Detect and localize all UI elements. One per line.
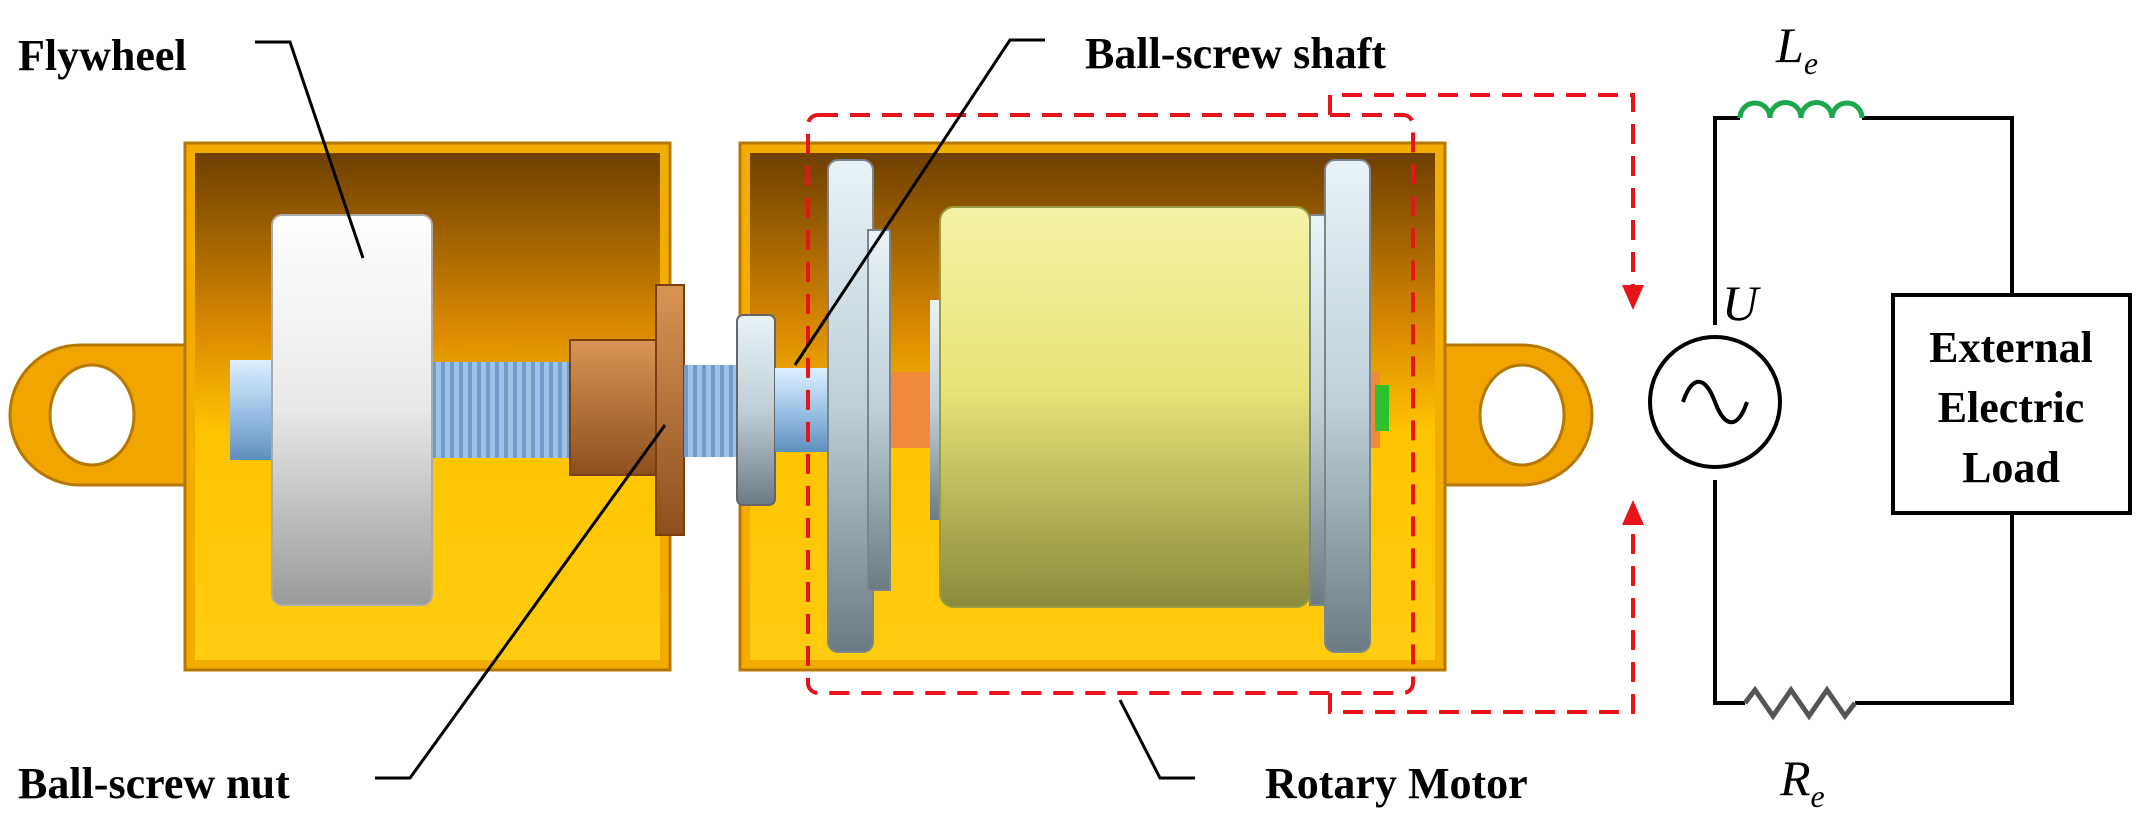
flywheel xyxy=(271,214,433,606)
ball-screw-nut-label: Ball-screw nut xyxy=(18,759,290,808)
source-symbol: U xyxy=(1722,275,1761,331)
left-mounting-lug xyxy=(8,343,192,487)
external-electric-load-box xyxy=(1891,293,2132,515)
ball-screw-nut-leader-line xyxy=(375,424,667,780)
arrow-down-icon xyxy=(1622,285,1644,310)
arrow-up-icon xyxy=(1622,500,1644,525)
motor-end-disc-right xyxy=(1309,159,1371,653)
ball-screw-thread-gap xyxy=(684,365,744,457)
inductor-icon xyxy=(1737,100,1865,119)
shaft-end-cap xyxy=(1375,385,1389,431)
ball-screw-thread-left xyxy=(430,362,580,458)
flywheel-label: Flywheel xyxy=(18,31,187,80)
circuit-wires xyxy=(1713,116,2014,705)
load-line-2: Electric xyxy=(1938,383,2085,432)
rotary-motor-label: Rotary Motor xyxy=(1265,759,1528,808)
callout-link-bottom xyxy=(1328,510,1635,714)
rotary-motor-callout-box xyxy=(806,113,1415,695)
ball-screw-shaft-leader-line xyxy=(793,38,1045,366)
motor-rotor xyxy=(939,206,1311,608)
load-line-1: External xyxy=(1929,323,2093,372)
resistor-symbol: Re xyxy=(1779,750,1825,814)
callout-link-top xyxy=(1328,93,1635,300)
ac-source xyxy=(1648,335,1782,469)
flywheel-leader-line xyxy=(255,40,365,259)
resistor-icon xyxy=(1743,685,1857,721)
sine-wave-icon xyxy=(1681,380,1749,424)
motor-end-disc-left xyxy=(827,159,942,653)
inductor-symbol: Le xyxy=(1775,17,1818,81)
ball-screw-shaft-label: Ball-screw shaft xyxy=(1085,29,1386,78)
bearing-collar xyxy=(736,314,776,506)
load-line-3: Load xyxy=(1962,443,2060,492)
right-mounting-lug xyxy=(1443,343,1594,487)
rotary-motor-leader-line xyxy=(1118,699,1195,780)
